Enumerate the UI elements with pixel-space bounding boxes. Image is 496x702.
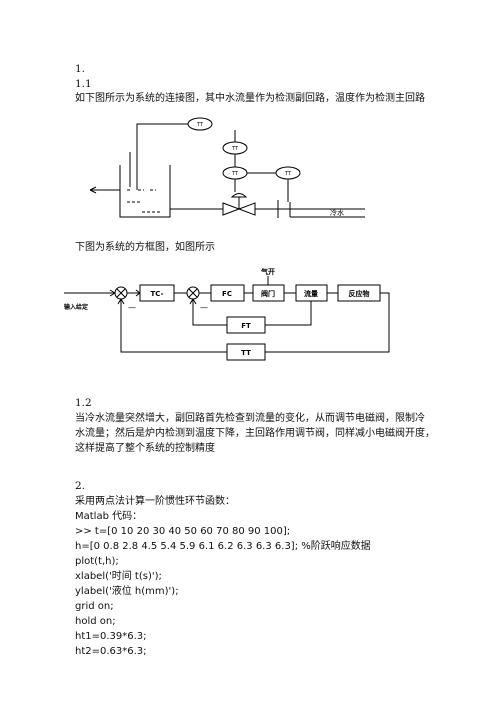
block-diagram: 气开 TC- FC 阀门 流量 反应物 FT TT 输入给定 — —: [64, 267, 390, 361]
section-2-intro: 采用两点法计算一阶惯性环节函数：: [75, 496, 235, 507]
section-1-number: 1.: [75, 63, 86, 75]
section-2-number: 2.: [75, 480, 86, 492]
tt-label-1: TT: [196, 122, 204, 128]
tc-block-label: TC-: [151, 290, 164, 298]
connection-diagram: TT TT TT TT 冷水: [89, 117, 365, 218]
minus-sign-outer: —: [128, 303, 136, 312]
air-source-label: 气开: [260, 267, 275, 276]
subsection-1-1-number: 1.1: [75, 78, 92, 90]
code-line-6: grid on;: [75, 601, 114, 612]
code-line-2: h=[0 0.8 2.8 4.5 5.4 5.9 6.1 6.2 6.3 6.3…: [75, 541, 371, 552]
code-line-1: >> t=[0 10 20 30 40 50 60 70 80 90 100];: [75, 526, 291, 537]
intro-paragraph: 如下图所示为系统的连接图，其中水流量作为检测副回路，温度作为检测主回路: [75, 93, 425, 104]
tt-block-label: TT: [241, 349, 251, 357]
subsection-1-2-number: 1.2: [75, 397, 92, 409]
block-diagram-caption: 下图为系统的方框图，如图所示: [75, 242, 215, 253]
tt-label-4: TT: [284, 171, 292, 177]
code-line-8: ht1=0.39*6.3;: [75, 631, 147, 642]
tt-label-3: TT: [231, 171, 239, 177]
code-line-5: ylabel('液位 h(mm)');: [75, 586, 179, 597]
tt-label-2: TT: [231, 146, 239, 152]
code-line-9: ht2=0.63*6.3;: [75, 646, 147, 657]
fc-block-label: FC: [222, 290, 232, 298]
ft-block-label: FT: [241, 322, 251, 330]
flow-block-label: 流量: [304, 289, 318, 298]
paragraph-line-2: 水流量；然后是炉内检测到温度下降，主回路作用调节阀，同样减小电磁阀开度，: [75, 428, 435, 439]
paragraph-line-1: 当冷水流量突然增大，副回路首先检查到流量的变化，从而调节电磁阀，限制冷: [75, 413, 425, 424]
code-line-4: xlabel('时间 t(s)');: [75, 571, 162, 582]
code-line-3: plot(t,h);: [75, 556, 119, 567]
minus-sign-inner: —: [200, 303, 208, 312]
cold-water-label: 冷水: [330, 208, 344, 217]
code-line-7: hold on;: [75, 616, 116, 627]
valve-block-label: 阀门: [261, 289, 275, 298]
matlab-code-label: Matlab 代码：: [75, 511, 143, 522]
reactor-block-label: 反应物: [349, 289, 370, 298]
input-setpoint-label: 输入给定: [64, 303, 88, 311]
paragraph-line-3: 这样提高了整个系统的控制精度: [75, 443, 215, 454]
